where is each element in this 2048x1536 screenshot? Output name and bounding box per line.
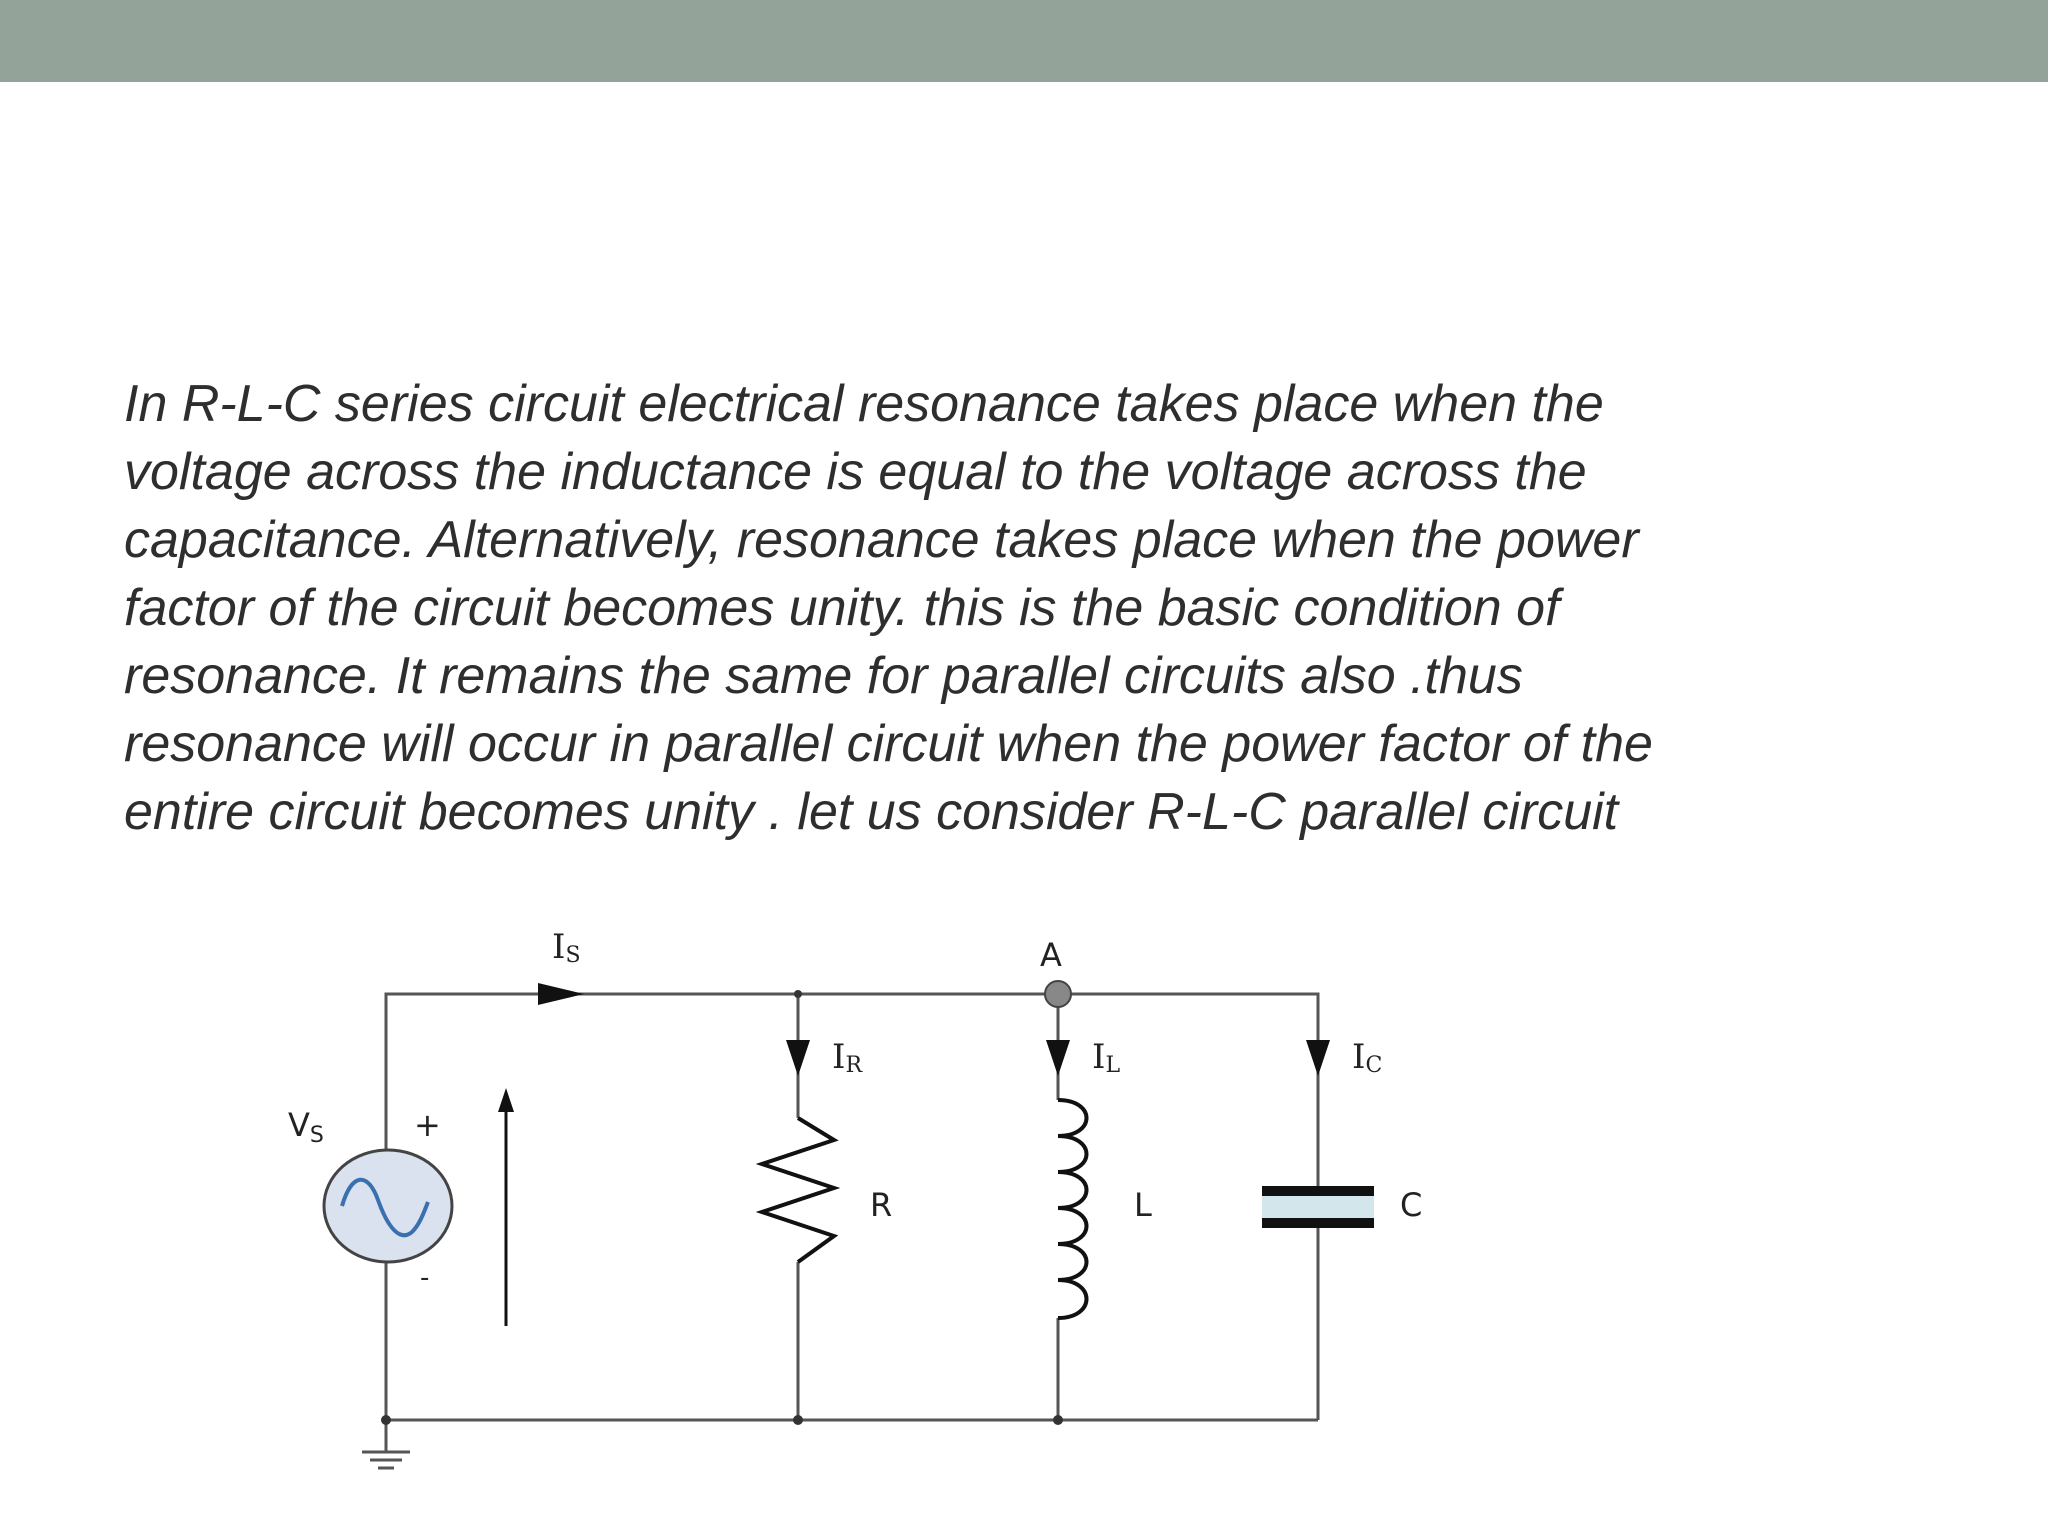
source-voltage-arrow-icon [498, 1088, 514, 1326]
junction-dot [381, 1415, 391, 1425]
ground-icon [362, 1450, 410, 1470]
inductor-icon [1057, 1098, 1089, 1320]
inductor-current-label: IL [1092, 1037, 1120, 1078]
paragraph-line: resonance will occur in parallel circuit… [124, 715, 1653, 773]
capacitor-plate-top [1262, 1186, 1374, 1196]
capacitor-dielectric [1262, 1196, 1374, 1218]
capacitor-current-label-sub: C [1365, 1053, 1382, 1078]
node-a-dot [1044, 980, 1072, 1008]
capacitor-current-arrow-icon [1306, 1040, 1330, 1076]
resistor-current-arrow-icon [786, 1040, 810, 1076]
paragraph: In R-L-C series circuit electrical reson… [124, 370, 1984, 846]
paragraph-line: resonance. It remains the same for paral… [124, 647, 1523, 705]
header-bar [0, 0, 2048, 82]
resistor-current-label-main: I [832, 1037, 845, 1077]
junction-dot [794, 990, 802, 998]
top-wire [384, 992, 1320, 1168]
node-a-label: A [1040, 936, 1062, 974]
source-current-label: IS [552, 927, 581, 968]
resistor-current-label-sub: R [845, 1053, 863, 1078]
junction-dot [793, 1415, 803, 1425]
resistor-icon [755, 1116, 841, 1264]
voltage-arrow-head [498, 1088, 514, 1112]
inductor-current-label-main: I [1092, 1037, 1105, 1077]
junction-dot [1053, 1415, 1063, 1425]
paragraph-line: capacitance. Alternatively, resonance ta… [124, 511, 1639, 569]
ac-source-body [322, 1148, 454, 1264]
circuit-wires [384, 992, 1320, 1452]
sine-wave-icon [340, 1177, 430, 1238]
ac-source-icon [322, 1148, 454, 1264]
paragraph-line: entire circuit becomes unity . let us co… [124, 783, 1619, 841]
capacitor-plate-bottom [1262, 1218, 1374, 1228]
header-bar-fill [0, 0, 2048, 82]
paragraph-line: voltage across the inductance is equal t… [124, 443, 1587, 501]
minus-sign: - [420, 1263, 429, 1293]
source-current-label-main: I [552, 927, 565, 967]
source-voltage-label-sub: S [310, 1123, 324, 1148]
resistor-current-label: IR [832, 1037, 863, 1078]
capacitor-label: C [1400, 1186, 1422, 1224]
source-voltage-label-main: V [288, 1106, 310, 1144]
source-voltage-label: VS [288, 1106, 324, 1148]
capacitor-current-label: IC [1352, 1037, 1382, 1078]
inductor-current-arrow-icon [1046, 1040, 1070, 1076]
source-current-arrow-icon [538, 983, 584, 1005]
inductor-label: L [1134, 1186, 1152, 1224]
paragraph-line: factor of the circuit becomes unity. thi… [124, 579, 1560, 637]
capacitor-icon [1262, 1186, 1374, 1228]
junction-dots [381, 990, 1063, 1425]
source-current-label-sub: S [565, 943, 580, 968]
paragraph-line: In R-L-C series circuit electrical reson… [124, 375, 1604, 433]
resistor-label: R [870, 1186, 892, 1224]
capacitor-current-label-main: I [1352, 1037, 1365, 1077]
plus-sign: + [414, 1106, 441, 1144]
inductor-current-label-sub: L [1105, 1053, 1120, 1078]
